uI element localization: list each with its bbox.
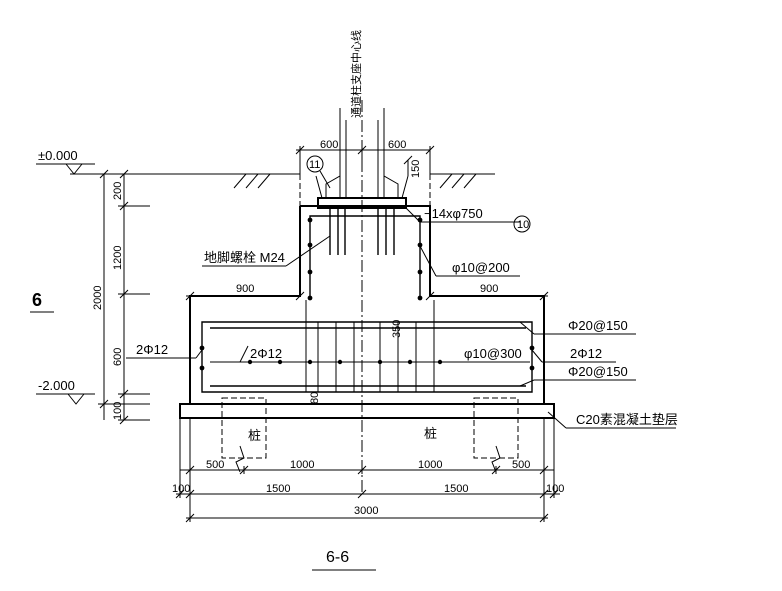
- dim-c100-left: 100: [172, 483, 190, 495]
- bottom-dimension-row1: [180, 465, 554, 475]
- weld-callout: 11: [309, 159, 320, 171]
- plate-callout: 10: [517, 219, 529, 231]
- level-top-label: ±0.000: [38, 148, 78, 163]
- dim-step-right: 900: [480, 283, 498, 295]
- step-dimensions: [185, 291, 549, 301]
- dim-v100: 100: [112, 402, 124, 420]
- soil-hatch-right: [439, 173, 477, 189]
- dim-v600: 600: [112, 348, 124, 366]
- pile-left-label: 桩: [248, 428, 261, 443]
- cushion-leader: [547, 411, 567, 429]
- section-title: 6-6: [326, 549, 349, 566]
- dim-b500-left: 500: [206, 459, 224, 471]
- dim-b1000-left: 1000: [290, 459, 314, 471]
- stiffener-plates: [315, 175, 409, 199]
- bottom-dimension-row2: [175, 418, 560, 522]
- stirrup-pedestal-leader: [419, 245, 437, 277]
- dim-ped-right: 600: [388, 139, 406, 151]
- dim-c1500-right: 1500: [444, 483, 468, 495]
- dim-v2000: 2000: [92, 286, 104, 310]
- bottom-bars-leader: [519, 379, 535, 387]
- inner-bars-label: 2Φ12: [250, 346, 282, 361]
- anchor-bolts: [329, 205, 395, 255]
- plate-label: −14xφ750: [424, 206, 483, 221]
- dim-v1200: 1200: [112, 246, 124, 270]
- base-plate: [317, 197, 407, 209]
- cushion-label: C20素混凝土垫层: [576, 412, 678, 427]
- top-dimensions: [295, 145, 435, 176]
- top-bars-label: Φ20@150: [568, 318, 628, 333]
- dim-b1000-right: 1000: [418, 459, 442, 471]
- foundation-outline: [189, 205, 545, 405]
- dim-total: 3000: [354, 505, 378, 517]
- pile-left: [221, 397, 267, 473]
- plate-callout-circle: [513, 215, 531, 233]
- section-number: 6: [32, 290, 42, 310]
- dim-v80: 80: [309, 392, 321, 404]
- left-dimension-chain: [98, 169, 150, 425]
- dim-step-left: 900: [236, 283, 254, 295]
- dim-plate-h: 150: [410, 160, 422, 178]
- column-section: [299, 108, 431, 198]
- side-bars-right-leader: [531, 349, 543, 363]
- dim-ped-left: 600: [320, 139, 338, 151]
- top-bars-leader: [519, 321, 535, 335]
- level-marker-top: ±0.000: [36, 148, 95, 175]
- level-marker-bottom: -2.000: [36, 378, 95, 405]
- anchor-bolt-label: 地脚螺栓 M24: [204, 250, 285, 265]
- pedestal-cage: [307, 215, 423, 301]
- pile-right: [473, 397, 519, 473]
- pile-right-label: 桩: [424, 426, 437, 441]
- dim-c1500-left: 1500: [266, 483, 290, 495]
- dim-b500-right: 500: [512, 459, 530, 471]
- stirrup-footing-label: φ10@300: [464, 346, 522, 361]
- dim-v200: 200: [112, 182, 124, 200]
- bottom-dimension-total: [185, 513, 549, 523]
- level-bottom-label: -2.000: [38, 378, 75, 393]
- cushion-layer: [179, 403, 555, 419]
- dim-c100-right: 100: [546, 483, 564, 495]
- plate-leader: [405, 207, 421, 223]
- stirrup-pedestal-label: φ10@200: [452, 260, 510, 275]
- pedestal-bars-in-footing: [305, 300, 435, 392]
- side-bars-right-label: 2Φ12: [570, 346, 602, 361]
- soil-hatch-left: [232, 173, 271, 189]
- weld-callout-circle: [306, 155, 324, 173]
- bottom-bars-label: Φ20@150: [568, 364, 628, 379]
- dim-v350: 350: [391, 320, 403, 338]
- side-bars-left-label: 2Φ12: [136, 342, 168, 357]
- centerline-label: 通道柱支座中心线: [349, 30, 363, 118]
